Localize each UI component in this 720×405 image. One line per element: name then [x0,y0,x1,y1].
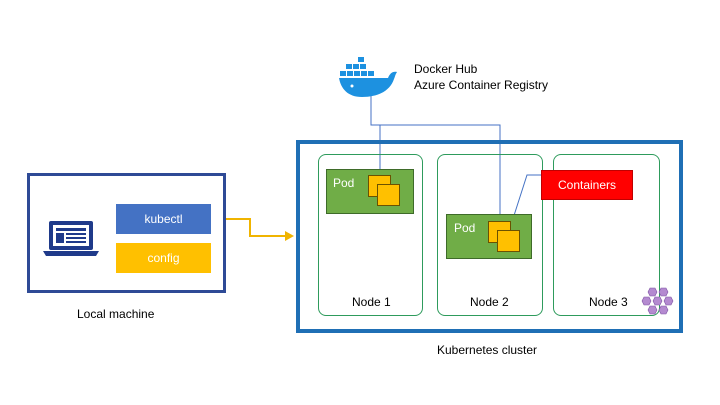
pod-2-container-front [497,230,520,252]
docker-whale-icon [339,57,397,97]
arrow-head [285,231,294,241]
pod-2-label: Pod [454,221,476,235]
kubernetes-cluster-label: Kubernetes cluster [437,343,538,357]
containers-callout: Containers [541,170,633,200]
registry-to-pod2-line [380,124,501,225]
node-3-label: Node 3 [589,295,628,309]
containers-callout-line [509,174,541,229]
node-1-label: Node 1 [352,295,391,309]
config-box: config [116,243,211,273]
local-machine-label: Local machine [77,307,155,321]
kubectl-to-cluster-arrow [211,218,288,237]
node-1 [318,154,423,316]
kubernetes-cluster-box [296,140,683,333]
node-3 [553,154,660,316]
laptop-icon [43,221,99,256]
pod-1-container-front [377,184,400,206]
node-2-label: Node 2 [470,295,509,309]
azure-registry-label: Azure Container Registry [414,78,549,92]
kubectl-box: kubectl [116,204,211,234]
kubernetes-hex-icon [641,287,674,315]
node-2 [437,154,543,316]
docker-hub-label: Docker Hub [414,62,478,76]
pod-1-label: Pod [333,176,355,190]
registry-to-pod1-line [370,96,381,175]
